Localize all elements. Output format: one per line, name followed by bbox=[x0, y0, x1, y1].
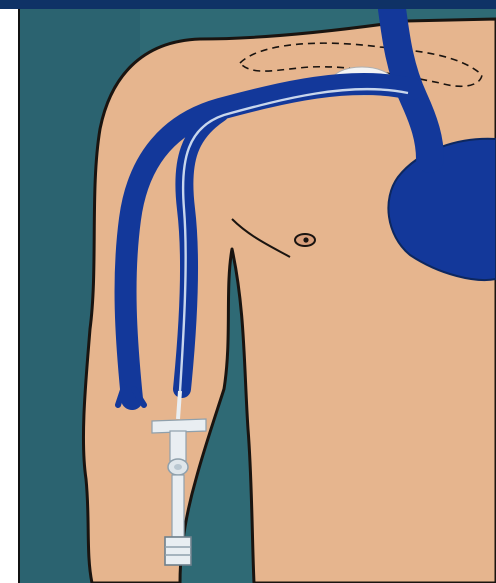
nipple-center bbox=[303, 237, 308, 242]
extension-tube bbox=[172, 475, 184, 537]
catheter-hub-stem bbox=[170, 431, 186, 461]
catheter-illustration bbox=[20, 9, 496, 583]
clamp-inner bbox=[174, 464, 182, 470]
arm-and-torso bbox=[83, 19, 496, 583]
top-band bbox=[0, 0, 496, 9]
catheter-line bbox=[178, 391, 180, 419]
connector bbox=[165, 537, 191, 565]
